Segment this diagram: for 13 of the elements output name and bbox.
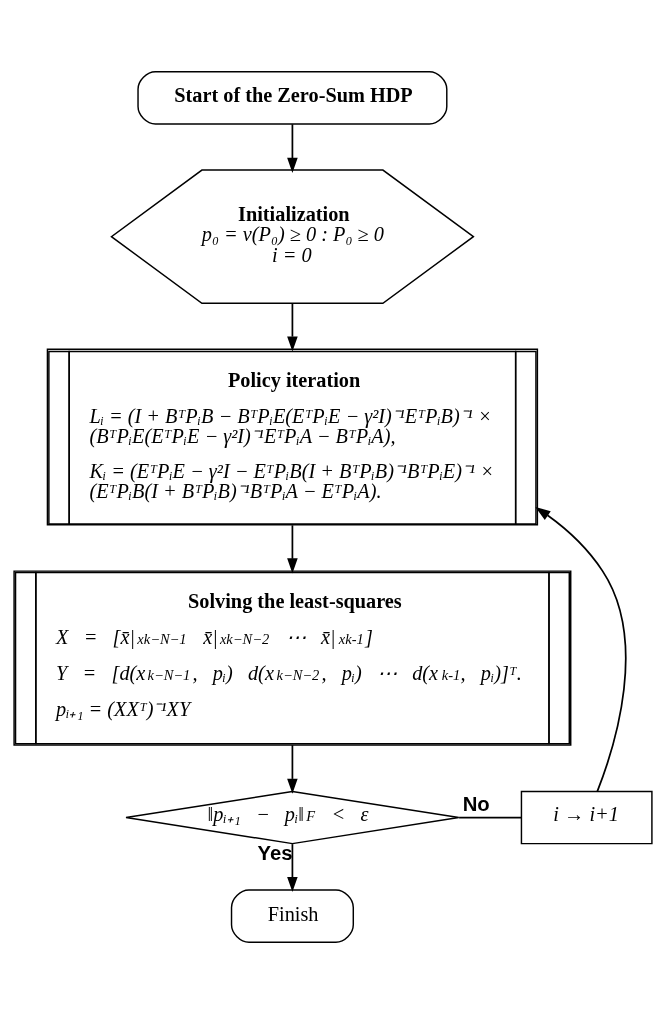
arrow: [287, 842, 298, 892]
node-box: Start of the Zero-Sum HDP: [137, 70, 448, 125]
node-box: i → i+1: [520, 790, 653, 844]
arrow: [535, 506, 627, 792]
arrow: [287, 743, 298, 794]
connector: [458, 816, 523, 818]
edge-label: Yes: [257, 841, 293, 864]
node-box: Finish: [230, 888, 354, 943]
edge-label: No: [462, 792, 490, 815]
node-diamond: ‖pᵢ₊₁ − pᵢ‖F < ε: [125, 790, 460, 844]
arrow: [287, 122, 298, 173]
arrow: [287, 523, 298, 573]
arrow: [287, 301, 298, 352]
